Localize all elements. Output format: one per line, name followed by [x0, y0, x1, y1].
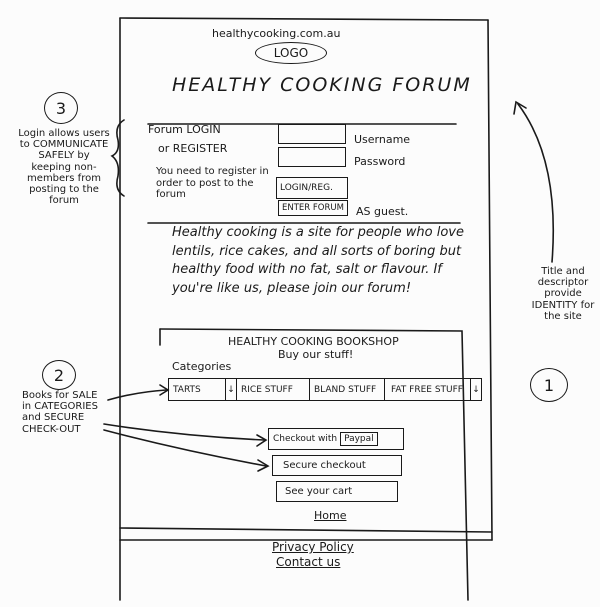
- username-label: Username: [354, 133, 411, 146]
- arrow-secure-checkout: [103, 429, 267, 467]
- site-url[interactable]: healthycooking.com.au: [212, 27, 341, 40]
- arrow-head-secure-checkout: [257, 459, 270, 472]
- secure-checkout-button[interactable]: Secure checkout: [272, 455, 402, 476]
- categories-label: Categories: [172, 360, 232, 373]
- annotation-3-note: Login allows users to COMMUNICATE SAFELY…: [18, 128, 110, 207]
- login-label-1: Forum LOGIN: [148, 123, 221, 136]
- annotation-1-circle: 1: [530, 368, 568, 402]
- category-bland-stuff-label: BLAND STUFF: [314, 384, 377, 395]
- bracket-login: [110, 119, 125, 197]
- arrow-categories: [107, 389, 167, 401]
- home-link[interactable]: Home: [314, 509, 347, 522]
- annotation-2-note: Books for SALE in CATEGORIES and SECURE …: [22, 390, 98, 435]
- bookshop-title: HEALTHY COOKING BOOKSHOP: [228, 335, 399, 348]
- chevron-down-icon[interactable]: ↓: [472, 384, 480, 395]
- bookshop-subtitle: Buy our stuff!: [278, 348, 354, 361]
- arrow-head-title: [513, 100, 527, 115]
- login-label-2: or REGISTER: [158, 142, 228, 155]
- category-fat-free-stuff[interactable]: FAT FREE STUFF: [385, 379, 471, 400]
- paypal-badge: Paypal: [340, 432, 378, 446]
- register-note: You need to register in order to post to…: [156, 166, 269, 200]
- annotation-2-circle: 2: [42, 360, 76, 390]
- annotation-3-circle: 3: [44, 92, 78, 124]
- logo-text: LOGO: [273, 46, 309, 60]
- bookshop-frame: [159, 328, 469, 601]
- category-fat-free-stuff-label: FAT FREE STUFF: [391, 384, 463, 395]
- category-rice-stuff-label: RICE STUFF: [241, 384, 293, 395]
- checkout-paypal-label: Checkout with: [273, 434, 338, 444]
- footer-divider-top: [119, 527, 493, 533]
- annotation-3-number: 3: [55, 98, 67, 118]
- see-cart-button[interactable]: See your cart: [276, 481, 398, 502]
- checkout-paypal-button[interactable]: Checkout with Paypal: [268, 428, 404, 450]
- page-title: HEALTHY COOKING FORUM: [172, 74, 472, 96]
- category-tarts-label: TARTS: [173, 384, 201, 395]
- enter-forum-guest-button[interactable]: ENTER FORUM: [278, 200, 348, 216]
- guest-suffix: AS guest.: [356, 205, 409, 218]
- login-register-button[interactable]: LOGIN/REG.: [276, 177, 348, 199]
- category-rice-stuff[interactable]: RICE STUFF: [237, 379, 310, 400]
- arrow-title: [517, 103, 555, 263]
- page-top-edge: [119, 17, 489, 21]
- username-input[interactable]: [278, 124, 346, 144]
- arrow-checkout-paypal: [103, 423, 265, 441]
- annotation-1-number: 1: [543, 375, 555, 395]
- contact-us-link[interactable]: Contact us: [276, 555, 341, 569]
- category-bar: TARTS ↓ RICE STUFF BLAND STUFF FAT FREE …: [168, 378, 482, 401]
- password-label: Password: [354, 155, 406, 168]
- annotation-2-number: 2: [53, 365, 65, 385]
- chevron-down-icon[interactable]: ↓: [226, 379, 237, 400]
- category-tarts[interactable]: TARTS: [169, 379, 226, 400]
- annotation-1-note: Title and descriptor provide IDENTITY fo…: [531, 266, 595, 322]
- password-input[interactable]: [278, 147, 346, 167]
- site-description: Healthy cooking is a site for people who…: [172, 225, 464, 296]
- privacy-policy-link[interactable]: Privacy Policy: [272, 540, 354, 554]
- arrow-head-checkout-paypal: [256, 434, 268, 447]
- category-bland-stuff[interactable]: BLAND STUFF: [310, 379, 385, 400]
- logo[interactable]: LOGO: [255, 42, 327, 64]
- page-right-edge: [487, 19, 493, 541]
